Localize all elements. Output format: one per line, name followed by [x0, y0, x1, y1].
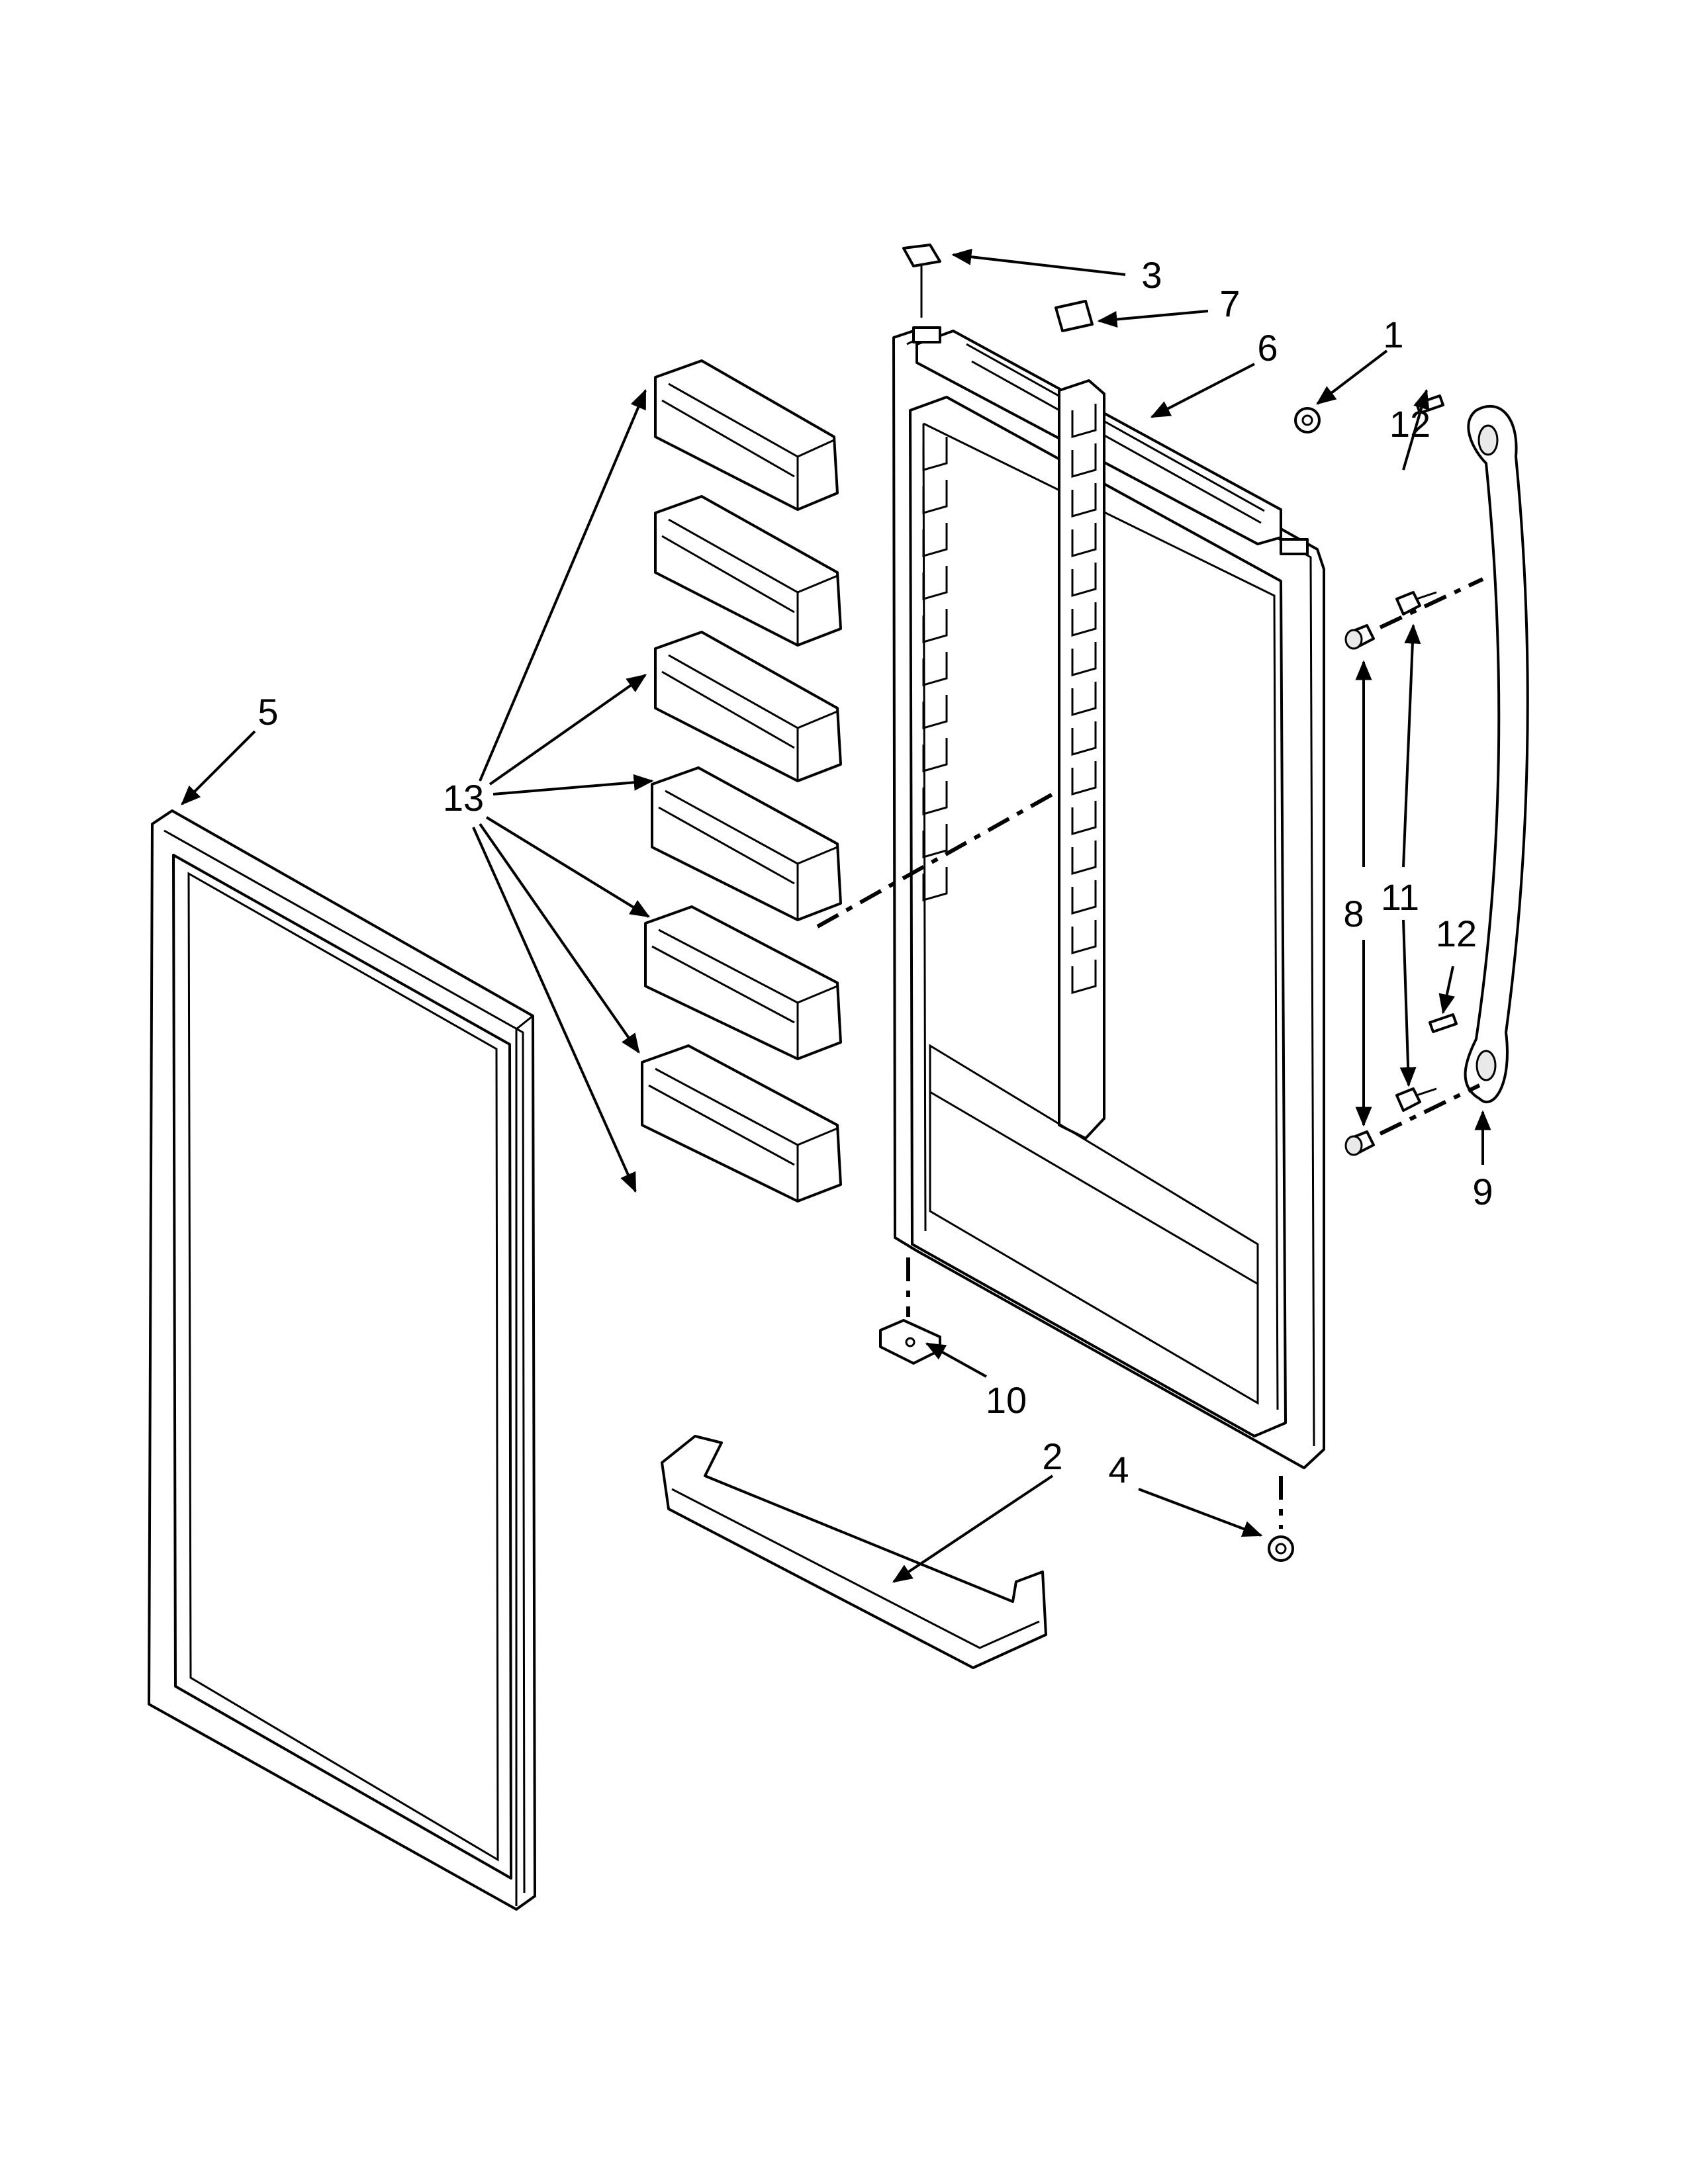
callout-8: 8 — [1343, 893, 1364, 934]
leader-1 — [1316, 349, 1388, 405]
leader-2 — [892, 1475, 1054, 1583]
top-hinge-cover — [902, 244, 941, 318]
leader-lines — [181, 248, 1491, 1583]
handle-spacer-lower — [1344, 1130, 1375, 1156]
leader-7 — [1097, 310, 1209, 328]
callout-6: 6 — [1257, 327, 1278, 369]
door-bin-3 — [654, 631, 842, 782]
refrigerator-door — [892, 326, 1325, 1469]
callout-2: 2 — [1042, 1435, 1062, 1477]
door-bin-6 — [641, 1044, 842, 1203]
top-nut — [1294, 407, 1321, 433]
bottom-hinge-bracket — [879, 1257, 941, 1365]
handle-screw-lower — [1429, 1013, 1458, 1033]
door-bin-4 — [651, 766, 842, 921]
leader-13-bin-3 — [492, 774, 654, 796]
callout-labels: 1 2 3 4 5 6 7 8 9 10 11 12 12 13 — [258, 254, 1493, 1490]
leader-3 — [951, 248, 1126, 276]
door-bin-2 — [654, 495, 842, 647]
door-bins — [641, 359, 842, 1203]
callout-3: 3 — [1141, 254, 1162, 296]
leader-13-bin-2 — [489, 674, 647, 786]
callout-1: 1 — [1383, 314, 1403, 355]
leader-12-lower — [1438, 966, 1455, 1015]
callout-9: 9 — [1472, 1171, 1493, 1212]
leader-11-lower — [1399, 919, 1417, 1087]
handle-spacer-upper — [1344, 624, 1375, 650]
bottom-shelf-rail — [661, 1435, 1047, 1669]
bottom-nut — [1268, 1476, 1294, 1562]
leader-6 — [1150, 363, 1255, 418]
callout-5: 5 — [258, 691, 278, 733]
callout-11: 11 — [1381, 876, 1419, 918]
leader-11-upper — [1402, 623, 1421, 868]
callout-7: 7 — [1219, 283, 1240, 324]
bin-alignment-line — [816, 792, 1054, 929]
leader-13-bin-1 — [479, 388, 647, 782]
leader-13-bin-5 — [479, 823, 640, 1054]
door-bin-1 — [654, 359, 839, 511]
handle-stud-lower — [1395, 1087, 1437, 1112]
leader-12-upper — [1402, 388, 1430, 471]
callout-4: 4 — [1108, 1449, 1129, 1490]
callout-12-lower: 12 — [1436, 913, 1477, 954]
door-bin-5 — [644, 905, 842, 1060]
leader-10 — [925, 1342, 987, 1378]
leader-4 — [1138, 1488, 1263, 1537]
callout-12-upper: 12 — [1389, 403, 1430, 445]
callout-13: 13 — [443, 777, 484, 819]
leader-13-bin-6 — [472, 827, 637, 1193]
leader-5 — [181, 730, 256, 805]
callout-10: 10 — [986, 1379, 1027, 1421]
handle-stud-upper — [1395, 591, 1437, 615]
leader-13-bin-4 — [485, 816, 651, 918]
door-handle — [1464, 405, 1529, 1104]
label-plate — [1055, 300, 1094, 332]
handle-mounting-hardware — [1344, 394, 1484, 1156]
door-gasket — [148, 809, 536, 1911]
